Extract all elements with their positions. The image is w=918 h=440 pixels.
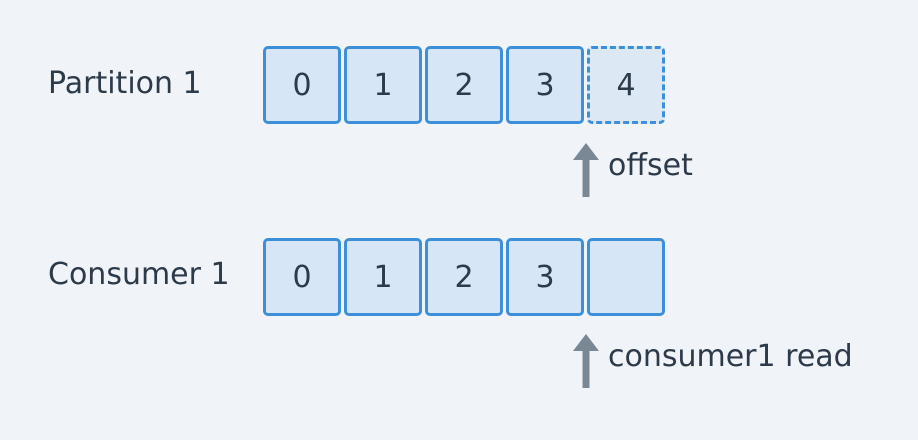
partition-cells: 0 1 2 3 4 (263, 46, 668, 124)
consumer-cell-4-empty (587, 238, 665, 316)
up-arrow-icon (573, 143, 599, 197)
offset-pointer: offset (572, 143, 693, 197)
up-arrow-icon (573, 334, 599, 388)
consumer-label: Consumer 1 (48, 257, 230, 292)
partition-label: Partition 1 (48, 66, 202, 101)
partition-cell-0: 0 (263, 46, 341, 124)
consumer-cell-2: 2 (425, 238, 503, 316)
offset-label: offset (608, 148, 693, 183)
partition-cell-4-pending: 4 (587, 46, 665, 124)
consumer-cell-1: 1 (344, 238, 422, 316)
partition-cell-3: 3 (506, 46, 584, 124)
consumer-cells: 0 1 2 3 (263, 238, 668, 316)
consumer-read-pointer: consumer1 read (572, 334, 853, 388)
consumer-cell-3: 3 (506, 238, 584, 316)
consumer-read-label: consumer1 read (608, 339, 853, 374)
partition-cell-1: 1 (344, 46, 422, 124)
partition-cell-2: 2 (425, 46, 503, 124)
consumer-cell-0: 0 (263, 238, 341, 316)
